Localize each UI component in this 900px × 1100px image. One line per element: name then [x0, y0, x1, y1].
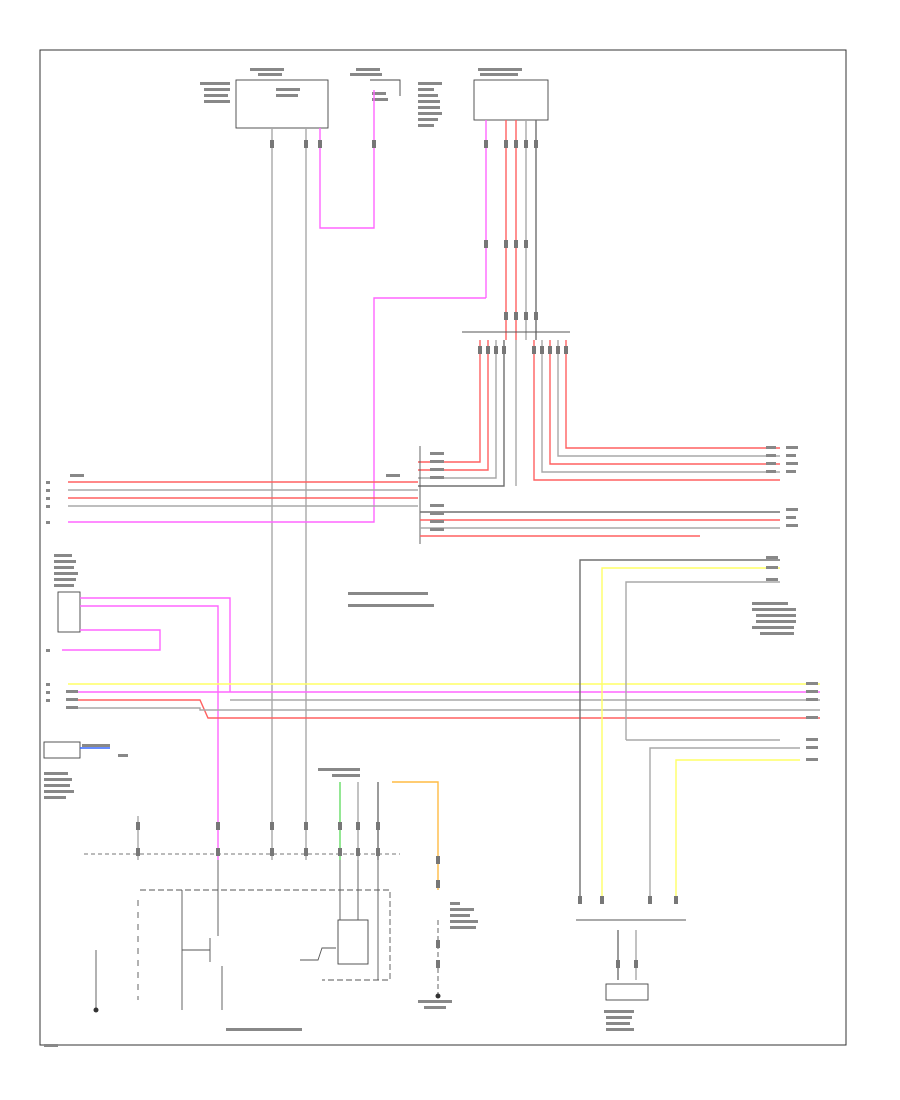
wire-yellow-right-mid-2 [675, 759, 800, 900]
component-box-upper-right [473, 79, 549, 121]
wire-pink-left-1 [80, 597, 231, 692]
left-middle-component [54, 554, 231, 860]
wire-gray-right-2 [541, 340, 780, 473]
wire-gray-right-mid-1 [625, 581, 780, 740]
top-vertical-wires [68, 90, 780, 860]
ground-dot [93, 1007, 99, 1013]
mid-horizontal-bus [68, 446, 798, 544]
label-marks-ecu [44, 1028, 302, 1047]
wire-red-right-1 [565, 340, 780, 449]
relay-box [337, 919, 369, 965]
label-marks-right-mid [752, 556, 818, 761]
top-component-group [200, 68, 549, 129]
component-box-bottom-right [605, 983, 649, 1001]
label-marks-left-mid [54, 554, 78, 587]
wire-gray-right-1 [557, 340, 780, 457]
wire-pink-left-loop [62, 629, 161, 651]
label-marks-mid-bus [70, 446, 798, 531]
row-end-markers-left [46, 481, 78, 709]
lower-connector-row [84, 768, 478, 1009]
wire-pink-left-2 [80, 605, 219, 860]
label-marks-bottom-right [604, 1010, 634, 1031]
bus-gray-lower-1 [68, 707, 820, 711]
ground-dot-center [435, 993, 441, 999]
bottom-right-component [576, 919, 686, 1031]
center-note [348, 592, 434, 607]
component-box-upper-left [235, 79, 329, 129]
wire-pink-cross-route [68, 297, 486, 523]
wire-gray-drop-1 [418, 340, 497, 479]
ecu-outline [140, 889, 391, 981]
wire-pink-loop-top [319, 90, 375, 229]
component-box-left-mid [57, 591, 81, 633]
wire-red-drop-2 [418, 340, 489, 471]
wire-gray-right-mid-3 [649, 747, 800, 900]
label-marks-top [200, 68, 522, 127]
wire-red-right-2 [549, 340, 780, 465]
label-marks-lower-row [318, 768, 478, 1009]
wire-dark-drop-1 [418, 340, 505, 487]
left-lower-sensor [43, 741, 128, 799]
wire-red-right-3 [533, 340, 780, 481]
component-box-sensor [43, 741, 81, 759]
bottom-center-ground [435, 920, 441, 999]
bus-red-lower-1 [68, 699, 820, 719]
bottom-left-ecu [44, 860, 391, 1047]
wire-red-drop-1 [418, 340, 481, 463]
label-marks-sensor [44, 744, 128, 799]
wire-yellow-right-mid-1 [601, 567, 780, 900]
wire-orange-lower-1 [392, 781, 439, 890]
lower-horizontal-bus [68, 683, 820, 719]
connector-ticks [136, 140, 678, 968]
right-middle-group [579, 556, 818, 900]
relay-switch [300, 947, 336, 961]
wire-dark-right-mid-1 [579, 559, 780, 900]
component-box-upper-middle [370, 79, 401, 96]
diagram-frame [39, 49, 847, 1046]
